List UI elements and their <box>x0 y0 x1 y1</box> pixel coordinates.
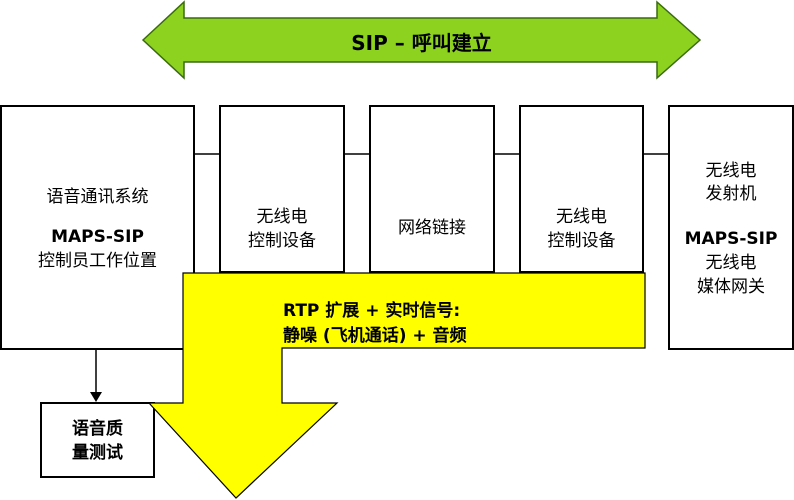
rtp-flow-arrow <box>147 272 646 499</box>
maps-sip-label-right: MAPS-SIP <box>684 229 778 249</box>
quality-arrow-head <box>90 392 102 402</box>
rtp-extension-label: RTP 扩展 + 实时信号: <box>283 301 461 321</box>
network-link-label: 网络链接 <box>398 218 466 238</box>
maps-sip-label-left: MAPS-SIP <box>51 227 144 247</box>
control-device-label-b: 控制设备 <box>547 231 616 251</box>
squelch-audio-label: 静噪 (飞机通话) + 音频 <box>283 326 467 346</box>
radio-label-right: 无线电 <box>705 161 757 181</box>
sip-banner-label: SIP – 呼叫建立 <box>351 31 492 55</box>
radio-control-device-box-a <box>219 105 345 273</box>
voice-comm-system-label: 语音通讯系统 <box>46 187 149 207</box>
radio-transmitter-box <box>668 105 794 350</box>
network-link-box <box>369 105 495 273</box>
radio-control-device-box-b <box>519 105 644 273</box>
voice-quality-test-box <box>40 402 155 478</box>
control-device-label-a: 控制设备 <box>248 231 316 251</box>
voice-comm-system-box <box>0 105 195 350</box>
media-gateway-label: 媒体网关 <box>697 277 765 297</box>
radio-label-right-2: 无线电 <box>705 253 757 273</box>
radio-label-a: 无线电 <box>256 207 308 227</box>
transmitter-label: 发射机 <box>705 184 757 204</box>
voice-quality-label-1: 语音质 <box>72 419 123 439</box>
controller-position-label: 控制员工作位置 <box>38 251 157 271</box>
sip-double-arrow <box>141 0 702 80</box>
radio-label-b: 无线电 <box>556 207 607 227</box>
voice-quality-label-2: 量测试 <box>72 443 123 463</box>
